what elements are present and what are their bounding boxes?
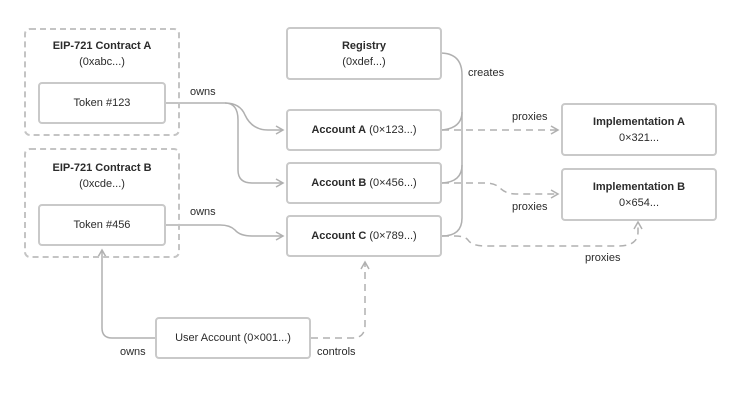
- implementation-b-box: Implementation B 0×654...: [561, 168, 717, 221]
- owns-label-b: owns: [190, 206, 216, 218]
- contract-b-title-block: EIP-721 Contract B (0xcde...): [24, 160, 180, 192]
- owns-label-user: owns: [120, 346, 146, 358]
- account-a-name: Account A: [311, 124, 367, 136]
- contract-b-address: (0xcde...): [79, 178, 125, 190]
- proxies-edge-account-c: [442, 220, 643, 247]
- proxies-label-c: proxies: [585, 252, 621, 264]
- implementation-a-title: Implementation A: [593, 115, 685, 128]
- contract-a-title: EIP-721 Contract A: [52, 40, 152, 52]
- implementation-b-address: 0×654...: [618, 196, 660, 209]
- registry-title: Registry: [341, 39, 387, 52]
- contract-b-title: EIP-721 Contract B: [52, 162, 152, 174]
- token-456-label: Token #456: [73, 219, 131, 231]
- contract-b-group: [24, 148, 180, 258]
- account-a-box: Account A (0×123...): [286, 109, 442, 151]
- account-b-address: (0×456...): [369, 177, 417, 189]
- account-a-address: (0×123...): [369, 124, 417, 136]
- controls-label: controls: [317, 346, 356, 358]
- contract-a-title-block: EIP-721 Contract A (0xabc...): [24, 38, 180, 70]
- controls-edge-user-account-c: [311, 260, 370, 339]
- contract-a-group: [24, 28, 180, 136]
- owns-edge-user-token456: [97, 248, 155, 339]
- owns-edge-token123-account-a: [166, 102, 285, 135]
- account-c-name: Account C: [311, 230, 367, 242]
- creates-edge-registry: [439, 52, 463, 237]
- owns-label-a: owns: [190, 86, 216, 98]
- registry-box: Registry (0xdef...): [286, 27, 442, 80]
- user-account-box: User Account (0×001...): [155, 317, 311, 359]
- account-c-box: Account C (0×789...): [286, 215, 442, 257]
- account-b-name: Account B: [311, 177, 367, 189]
- owns-edge-token456-account-c: [166, 224, 285, 241]
- implementation-b-title: Implementation B: [592, 180, 686, 193]
- token-123-box: Token #123: [38, 82, 166, 124]
- proxies-label-b: proxies: [512, 201, 548, 213]
- proxies-edge-account-b: [442, 182, 560, 199]
- token-456-box: Token #456: [38, 204, 166, 246]
- contract-a-address: (0xabc...): [79, 56, 125, 68]
- creates-label: creates: [468, 67, 505, 79]
- account-b-box: Account B (0×456...): [286, 162, 442, 204]
- account-c-address: (0×789...): [369, 230, 417, 242]
- implementation-a-address: 0×321...: [618, 131, 660, 144]
- creates-edge-account-a: [441, 111, 463, 131]
- creates-edge-account-b: [441, 164, 463, 184]
- token-123-label: Token #123: [73, 97, 131, 109]
- implementation-a-box: Implementation A 0×321...: [561, 103, 717, 156]
- registry-address: (0xdef...): [342, 55, 386, 68]
- proxies-label-a: proxies: [512, 111, 548, 123]
- user-account-label: User Account (0×001...): [175, 332, 291, 344]
- owns-edge-token123-account-b: [224, 102, 285, 188]
